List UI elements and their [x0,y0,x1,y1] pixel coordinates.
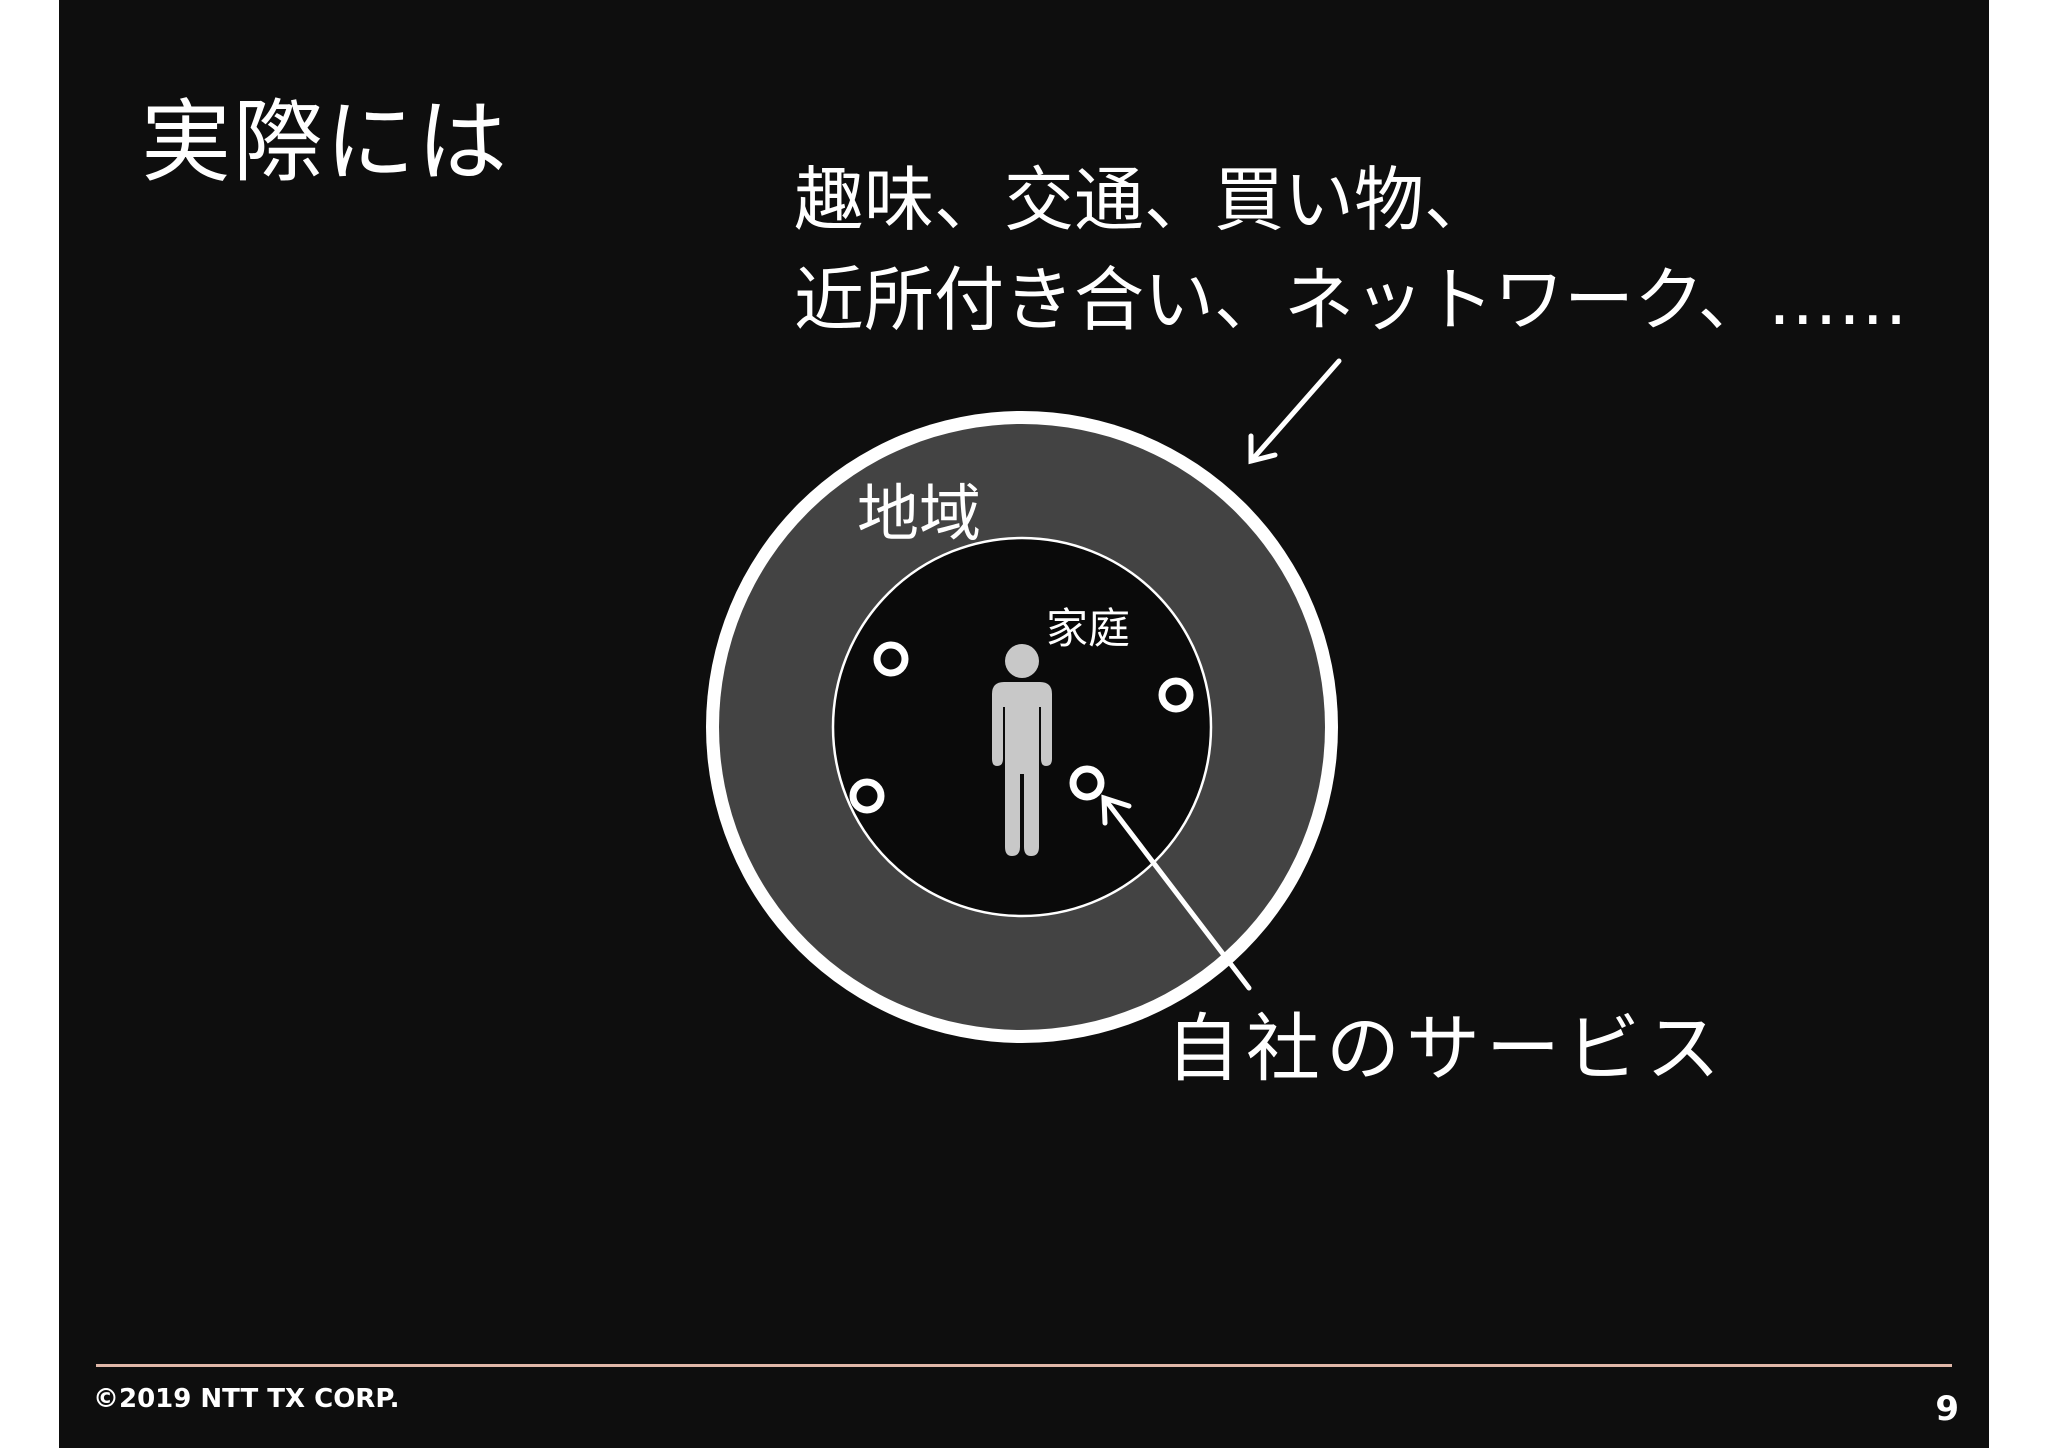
service-marker-icon [873,641,909,677]
region-diagram: 地域 家庭 [706,358,1342,1043]
person-icon [992,644,1052,856]
service-marker-icon [1069,765,1105,801]
slide-title: 実際には [141,90,509,195]
callout-line-2: 近所付き合い、ネットワーク、…… [794,259,1908,341]
page-number: 9 [1935,1389,1959,1429]
region-arrow [1248,358,1342,465]
copyright: ©2019 NTT TX CORP. [93,1384,400,1414]
service-arrow [1101,794,1252,991]
callout-line-1: 趣味、交通、買い物、 [794,159,1494,241]
service-marker-icon [849,778,885,814]
region-activities-callout: 趣味、交通、買い物、 近所付き合い、ネットワーク、…… [794,150,1908,350]
region-label: 地域 [857,477,981,550]
home-label: 家庭 [1046,604,1130,653]
footer-divider [96,1364,1952,1367]
service-marker-icon [1158,677,1194,713]
slide: 実際には 趣味、交通、買い物、 近所付き合い、ネットワーク、…… 地域 家庭 [59,0,1989,1448]
service-label: 自社のサービス [1166,1006,1726,1092]
